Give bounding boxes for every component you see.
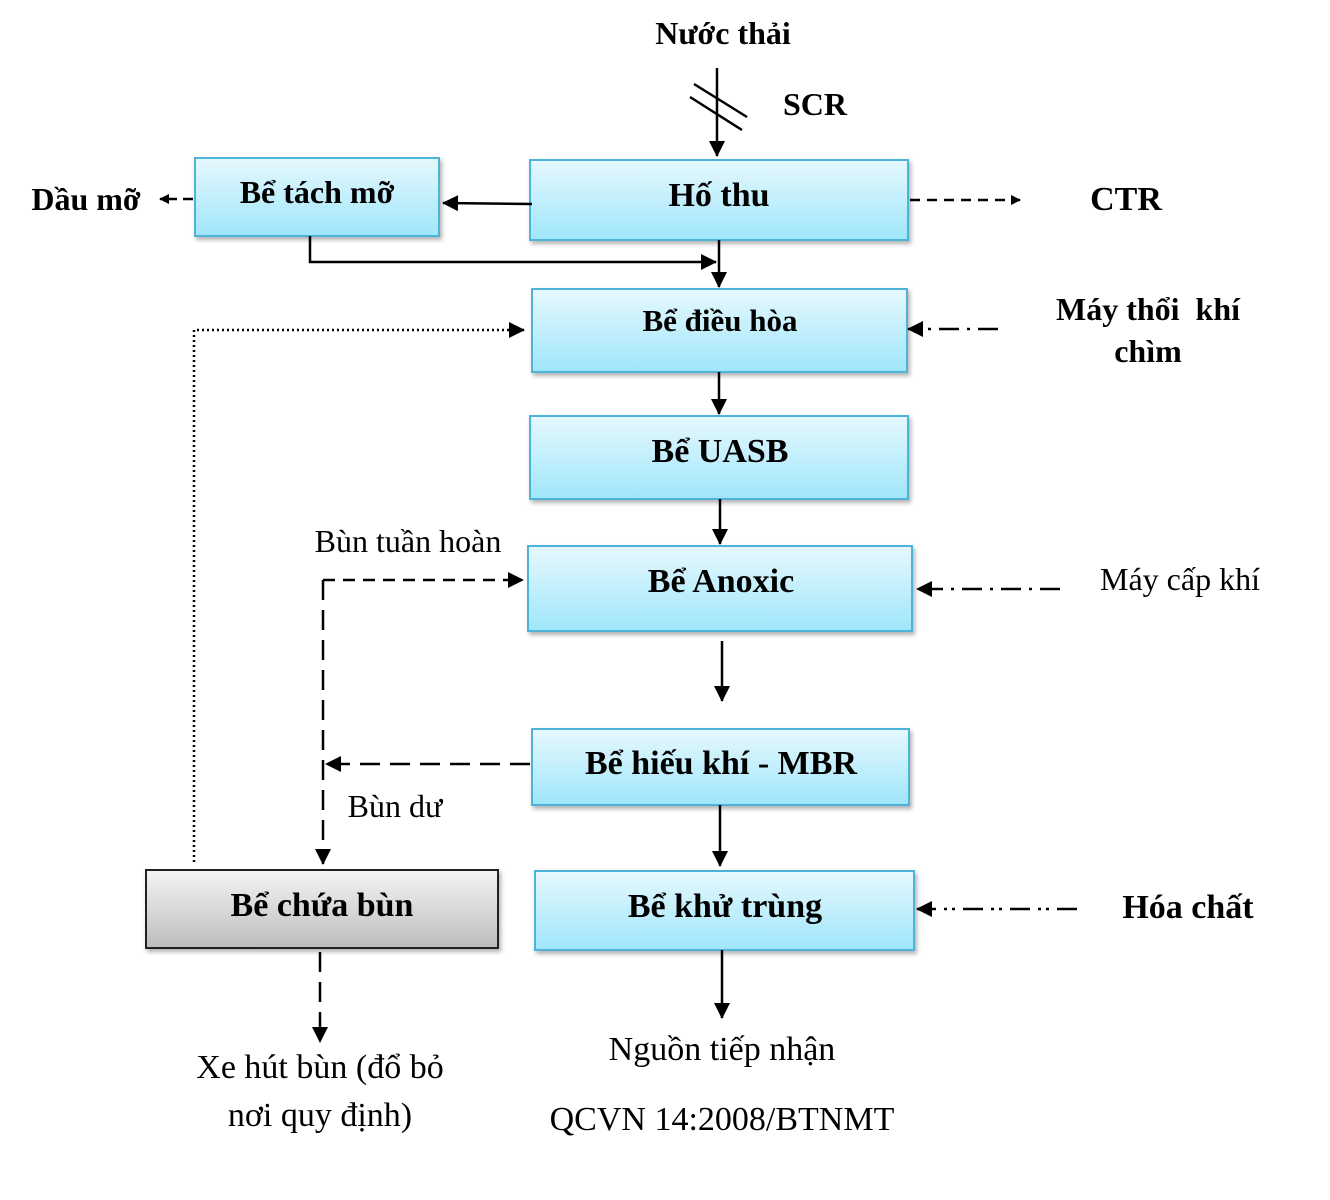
bun-tuan-hoan-label: Bùn tuần hoàn: [315, 523, 502, 559]
be-dieu-hoa-label: Bể điều hòa: [642, 303, 798, 338]
dau-mo-label: Dầu mỡ: [31, 181, 141, 217]
sludge-supernatant-dotted-arrow: [192, 322, 525, 862]
be-tach-mo-box: [194, 157, 440, 237]
be-khu-trung-box: [534, 870, 915, 951]
be-chua-bun-box: [145, 869, 499, 949]
ctr-label: CTR: [1090, 181, 1162, 218]
ho-thu-label: Hố thu: [668, 177, 769, 214]
be-chua-bun-label: Bể chứa bùn: [231, 887, 414, 924]
be-tach-mo-label: Bể tách mỡ: [240, 174, 395, 210]
be-uasb-label: Bể UASB: [652, 433, 789, 470]
screen-slash-icon: [693, 82, 748, 119]
hoa-chat-label: Hóa chất: [1122, 889, 1254, 926]
qcvn-label: QCVN 14:2008/BTNMT: [550, 1101, 895, 1138]
xe-hut-bun-label: Xe hút bùn (đổ bỏ: [196, 1049, 443, 1086]
be-khu-trung-label: Bể khử trùng: [628, 888, 822, 925]
be-anoxic-box: [527, 545, 913, 632]
nguon-tiep-nhan-label: Nguồn tiếp nhận: [609, 1031, 836, 1068]
be-hieu-khi-box: [531, 728, 910, 806]
nuoc-thai-label: Nước thải: [655, 15, 791, 51]
xe-hut-bun-label-2: nơi quy định): [228, 1097, 412, 1134]
ho-thu-to-tach-mo-arrow: [442, 195, 533, 212]
bun-du-label: Bùn dư: [348, 788, 444, 824]
may-thoi-khi-label: Máy thổi khí: [1056, 291, 1241, 327]
be-dieu-hoa-box: [531, 288, 908, 373]
be-hieu-khi-label: Bể hiếu khí - MBR: [585, 745, 857, 782]
ho-thu-box: [529, 159, 909, 241]
may-thoi-khi-label-2: chìm: [1114, 333, 1182, 369]
scr-label: SCR: [783, 86, 848, 122]
tach-mo-return-arrow: [308, 236, 717, 270]
connectors: [159, 68, 1077, 1043]
be-anoxic-label: Bể Anoxic: [648, 563, 794, 600]
screen-slash-icon: [689, 95, 743, 132]
be-uasb-box: [529, 415, 909, 500]
may-cap-khi-label: Máy cấp khí: [1100, 561, 1260, 597]
